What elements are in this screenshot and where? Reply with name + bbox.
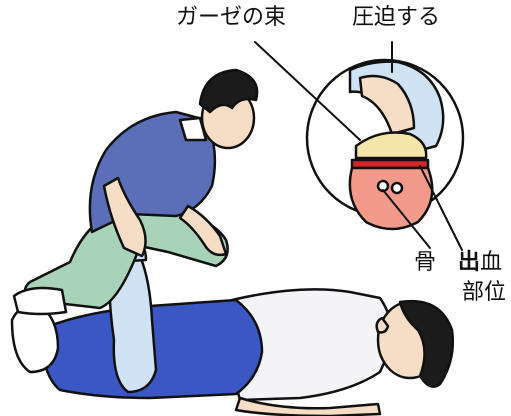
label-bone: 骨 (414, 252, 436, 274)
label-gauze-bundle: ガーゼの束 (176, 7, 286, 29)
label-bleeding-line2: 部位 (462, 282, 506, 304)
rescuer-shoe (14, 288, 66, 314)
label-bleeding-line1: 出血 (458, 252, 502, 274)
label-bleeding-bold: 出 (458, 250, 480, 275)
rescuer-collar (180, 118, 206, 140)
label-compress: 圧迫する (352, 7, 440, 29)
cross-section-bone-2 (392, 183, 402, 193)
lying-person-arm (236, 398, 380, 416)
label-bleeding-rest: 血 (480, 250, 502, 275)
